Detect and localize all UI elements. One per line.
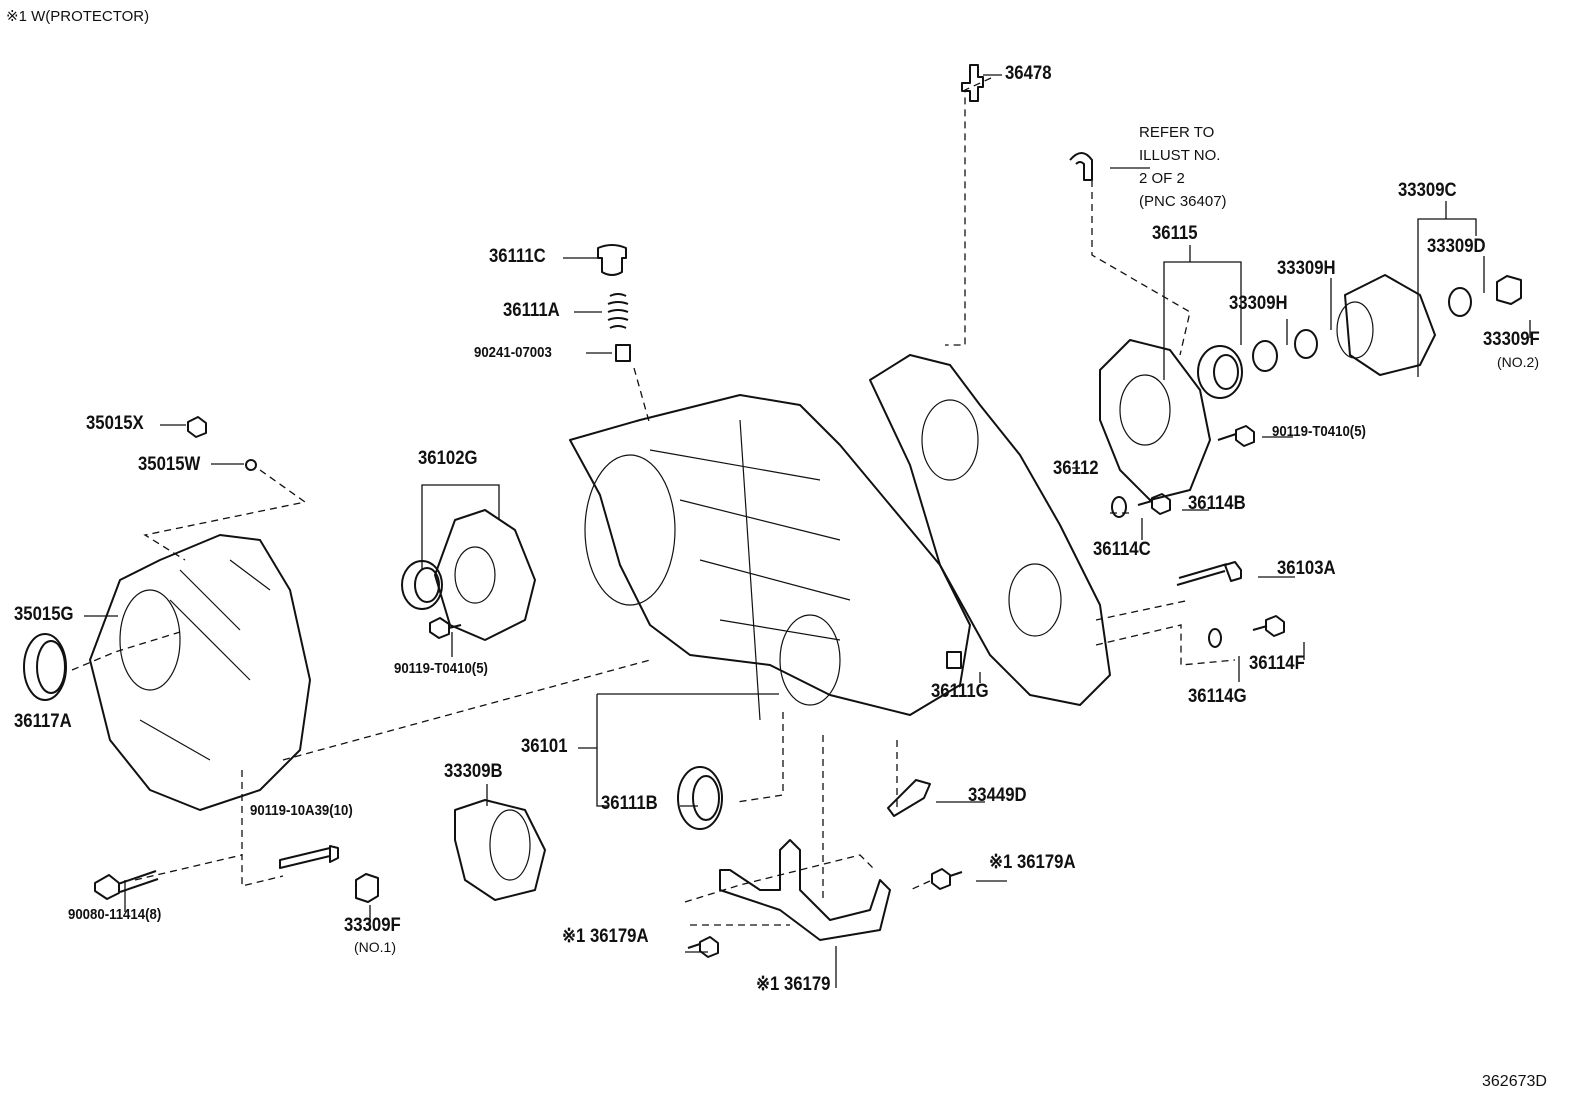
part-label-35015G: 35015G — [14, 604, 74, 625]
part-label-35015X: 35015X — [86, 413, 144, 434]
part-label-36111G: 36111G — [931, 681, 989, 702]
part-label-33309B: 33309B — [444, 761, 503, 782]
part-label-36179A-left: ※1 36179A — [562, 926, 649, 947]
leader-lines — [84, 74, 1531, 988]
part-label-36102G: 36102G — [418, 448, 478, 469]
part-label-33309F-no2: 33309F — [1483, 329, 1540, 350]
part-label-33309H-upper: 33309H — [1277, 258, 1336, 279]
part-label-36478: 36478 — [1005, 63, 1052, 84]
part-label-36117A: 36117A — [14, 711, 72, 732]
part-label-36111C: 36111C — [489, 246, 546, 267]
part-label-33449D: 33449D — [968, 785, 1027, 806]
part-label-33309D: 33309D — [1427, 236, 1486, 257]
protector-note: ※1 W(PROTECTOR) — [6, 8, 150, 25]
part-label-33309C: 33309C — [1398, 180, 1457, 201]
part-label-36114B: 36114B — [1188, 493, 1246, 514]
part-label-90119-10A39: 90119-10A39(10) — [250, 802, 353, 819]
part-label-90241-07003: 90241-07003 — [474, 344, 552, 361]
major-parts — [89, 274, 1436, 941]
part-label-33309F-no1: 33309F — [344, 915, 401, 936]
assembly-dashes — [71, 77, 1236, 926]
part-label-90080-11414: 90080-11414(8) — [68, 906, 162, 923]
part-label-36111A: 36111A — [503, 300, 560, 321]
refer-note: REFER TO ILLUST NO. 2 OF 2 (PNC 36407) — [1139, 124, 1227, 210]
illustration-id: 362673D — [1482, 1073, 1547, 1090]
part-label-90119-T0410-left: 90119-T0410(5) — [394, 660, 488, 677]
part-label-36179A-right: ※1 36179A — [989, 852, 1076, 873]
part-sublabel-no2: (NO.2) — [1497, 354, 1539, 370]
part-label-36114C: 36114C — [1093, 539, 1151, 560]
part-label-36115: 36115 — [1152, 223, 1198, 244]
part-label-90119-T0410-right: 90119-T0410(5) — [1272, 423, 1366, 440]
part-label-33309H-lower: 33309H — [1229, 293, 1288, 314]
part-label-36114G: 36114G — [1188, 686, 1247, 707]
part-label-36103A: 36103A — [1277, 558, 1336, 579]
part-label-36111B: 36111B — [601, 793, 658, 814]
part-label-36179: ※1 36179 — [756, 974, 831, 995]
part-label-36101: 36101 — [521, 736, 568, 757]
part-label-35015W: 35015W — [138, 454, 201, 475]
part-label-36114F: 36114F — [1249, 653, 1305, 674]
part-sublabel-no1: (NO.1) — [354, 939, 396, 955]
part-label-36112: 36112 — [1053, 458, 1099, 479]
small-parts — [23, 64, 1522, 958]
